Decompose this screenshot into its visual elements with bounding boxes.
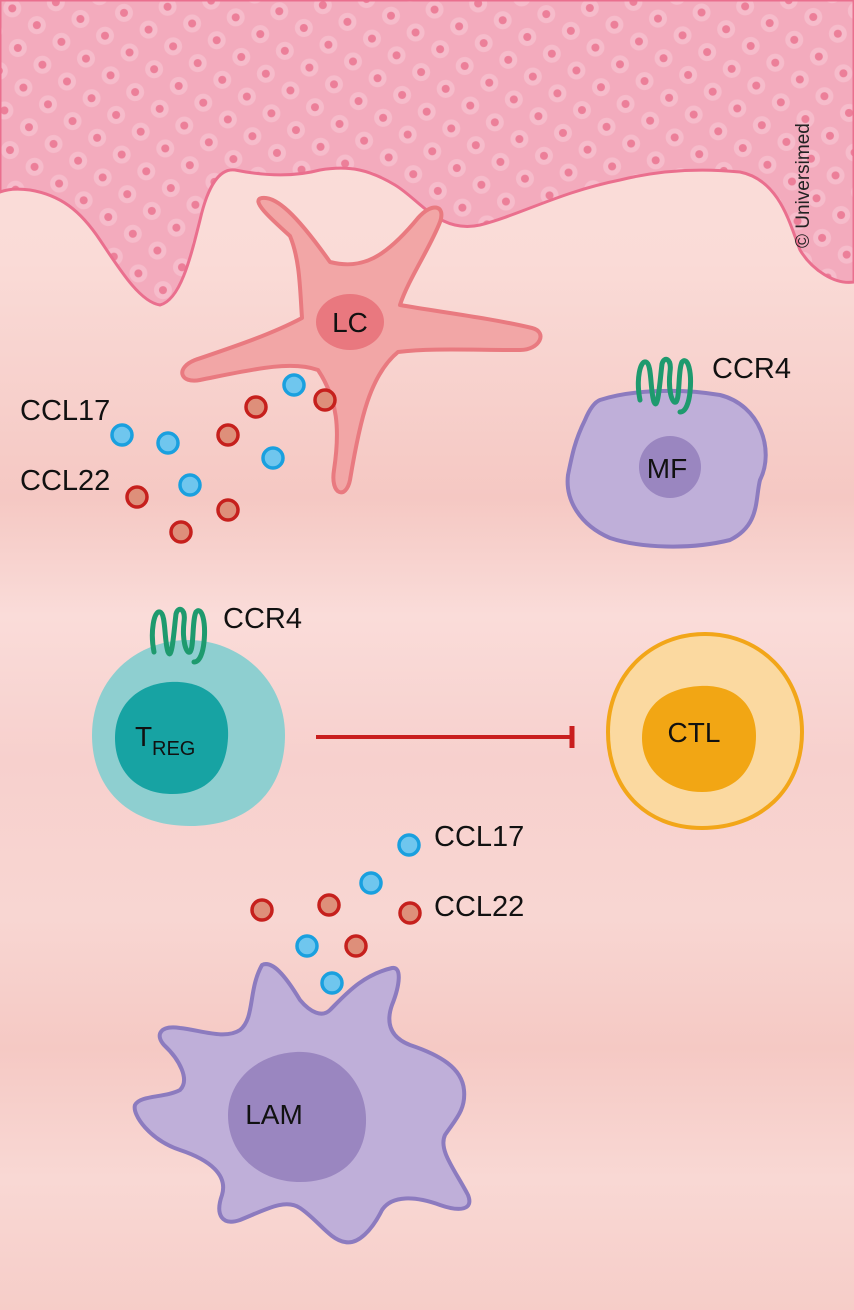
copyright-text: © Universimed [793,123,814,248]
lam-label: LAM [245,1099,303,1130]
ccl22-molecule [313,388,337,412]
inhibition-arrow [316,726,575,748]
ccl22-molecule [169,520,193,544]
ccl22-molecule [216,498,240,522]
epidermis-layer [0,0,854,307]
mf-label: MF [647,453,687,484]
treg-label-sub: REG [152,738,195,760]
ccl22-molecule [125,485,149,509]
ccl17-molecule [282,373,306,397]
ccl17-label-top: CCL17 [20,395,110,427]
ccl22-molecule [244,395,268,419]
ccl17-molecule [156,431,180,455]
ccl17-molecule [359,871,383,895]
treg-cell: T REG CCR4 [92,603,302,826]
ccl17-molecule [110,423,134,447]
ccl17-molecule [178,473,202,497]
ccl22-molecule [344,934,368,958]
ctl-nucleus [642,685,756,792]
ccl22-molecule [317,893,341,917]
lc-nucleus [316,294,384,350]
mf-nucleus [639,436,701,498]
ccl17-molecule [320,971,344,995]
chemokine-cluster-top [110,373,337,544]
ctl-label: CTL [668,717,721,748]
ctl-cell: CTL [605,631,805,831]
chemokine-cluster-bottom [250,833,422,995]
ccl22-label-top: CCL22 [20,465,110,497]
langerhans-cell: LC [180,195,543,495]
ccl17-molecule [295,934,319,958]
macrophage-mf: MF CCR4 [565,353,791,549]
ccl17-label-bottom: CCL17 [434,821,524,853]
ccr4-receptor-mf [635,356,693,415]
ccl17-molecule [397,833,421,857]
treg-nucleus [115,681,229,795]
ccl22-molecule [250,898,274,922]
ccr4-receptor-treg [149,606,207,665]
lam-nucleus [228,1051,367,1182]
treg-label-main: T [135,721,152,752]
ccr4-label-mf: CCR4 [712,353,791,385]
ccl17-molecule [261,446,285,470]
ccl22-label-bottom: CCL22 [434,891,524,923]
ccl22-molecule [398,901,422,925]
ccr4-label-treg: CCR4 [223,603,302,635]
ccl22-molecule [216,423,240,447]
lipid-associated-macrophage-lam: LAM [132,962,472,1245]
lc-label: LC [332,307,368,338]
